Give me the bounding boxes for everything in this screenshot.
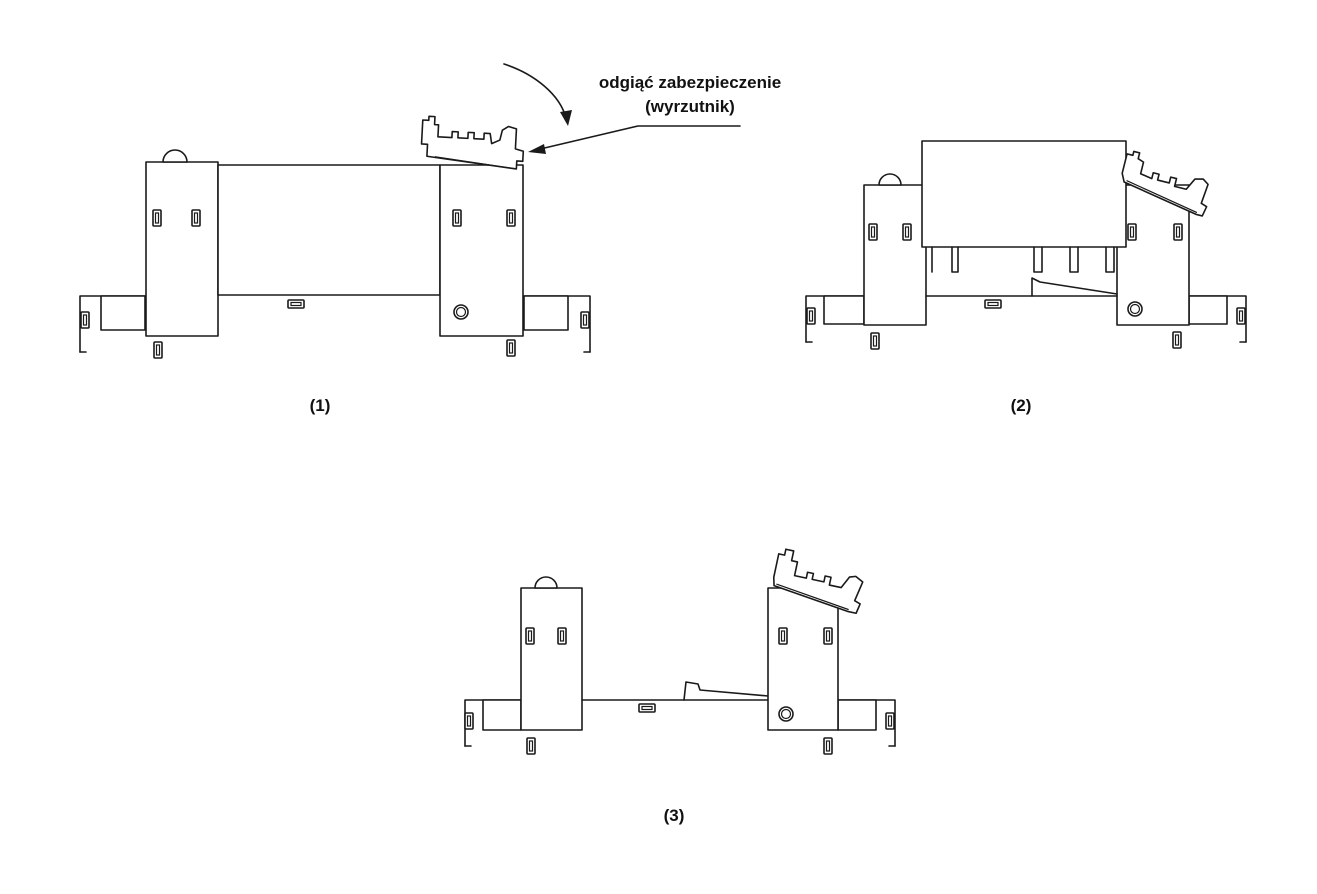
step-label-3: (3): [664, 806, 685, 825]
figure-step-1: [79, 63, 741, 359]
figure-step-3: [464, 548, 896, 755]
step-label-2: (2): [1011, 396, 1032, 415]
figure-step-2: [805, 140, 1247, 350]
step-label-1: (1): [310, 396, 331, 415]
annotation-line-1: odgiąć zabezpieczenie: [599, 73, 781, 92]
annotation-line-2: (wyrzutnik): [645, 97, 735, 116]
